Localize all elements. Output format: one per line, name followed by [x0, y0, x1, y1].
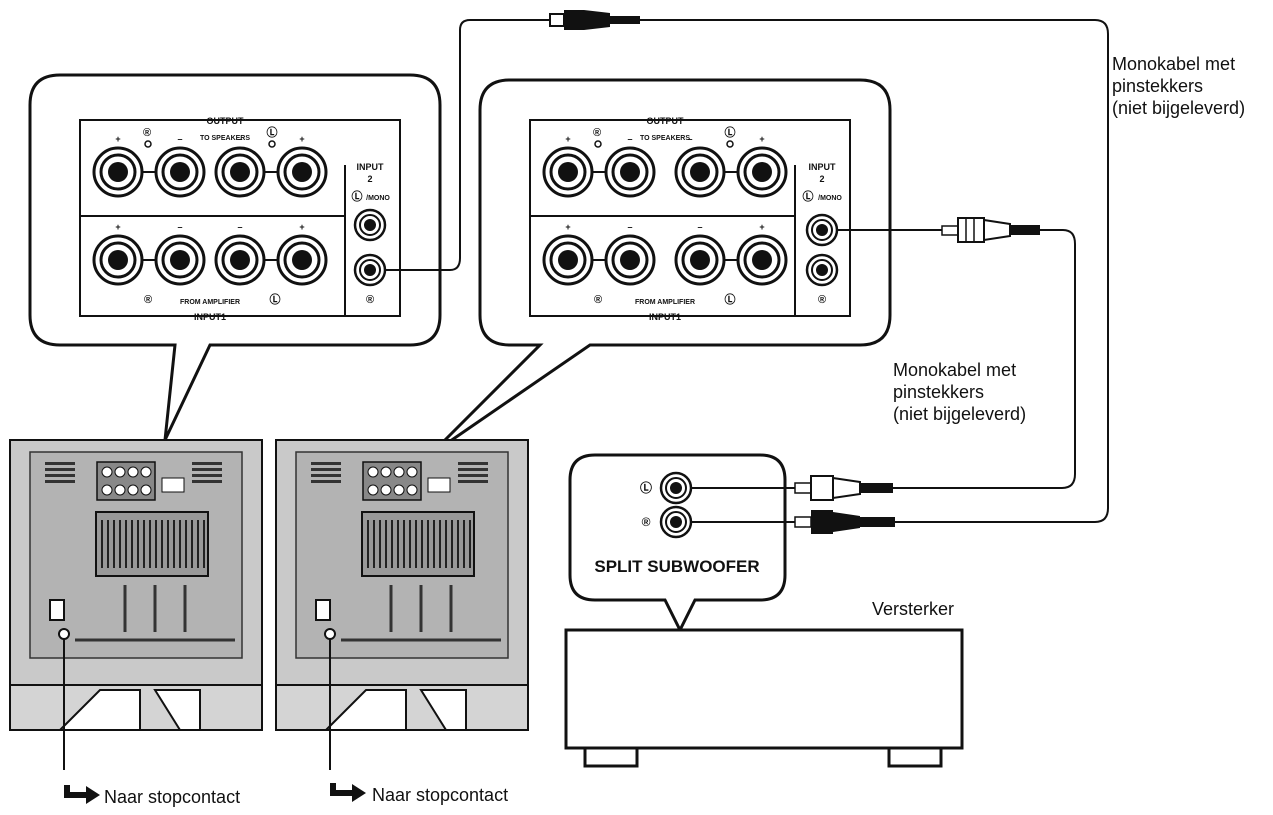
left-l-mono-mark: Ⓛ: [352, 189, 363, 203]
left-minus-4: –: [237, 222, 242, 232]
left-to-speakers-label: TO SPEAKERS: [200, 135, 250, 142]
right-plus-3: +: [565, 222, 570, 232]
left-input-terminal-3: [214, 234, 266, 286]
mono-cable-mid-line-1: Monokabel met: [893, 360, 1016, 380]
mono-cable-r: [385, 19, 550, 271]
right-input2-r-mark: ®: [818, 294, 826, 306]
left-r-mark-bottom: ®: [144, 294, 152, 306]
power-outlet-label-right: Naar stopcontact: [372, 785, 508, 805]
right-r-mark-top: ®: [593, 127, 601, 139]
right-output-terminal-4: [736, 146, 788, 198]
right-plus-2: +: [759, 134, 764, 144]
right-l-mark-bottom: Ⓛ: [725, 292, 736, 306]
right-callout: OUTPUT TO SPEAKERS + ® – – Ⓛ + + – – + ®…: [428, 78, 892, 457]
left-from-amplifier-label: FROM AMPLIFIER: [180, 299, 240, 306]
right-input2-num: 2: [819, 174, 824, 184]
split-subwoofer-label: SPLIT SUBWOOFER: [594, 557, 759, 576]
subwoofer-left: [9, 439, 263, 731]
top-rca-plug: [549, 10, 640, 30]
right-l-mark-top: Ⓛ: [725, 125, 736, 139]
left-minus-3: –: [177, 222, 182, 232]
right-input1-label: INPUT1: [649, 312, 681, 322]
mono-cable-mid-label: Monokabel met pinstekkers (niet bijgelev…: [893, 360, 1026, 424]
left-input2-num: 2: [367, 174, 372, 184]
left-input-terminal-2: [154, 234, 206, 286]
left-plus-2: +: [299, 134, 304, 144]
right-input-terminal-2: [604, 234, 656, 286]
left-minus-1: –: [177, 134, 182, 144]
left-input2-label: INPUT: [357, 162, 385, 172]
mono-cable-mid-line-2: pinstekkers: [893, 382, 984, 402]
right-output-terminal-1: [542, 146, 594, 198]
right-input-terminal-1: [542, 234, 594, 286]
amp-sub-r-jack: [659, 505, 693, 539]
right-plus-4: +: [759, 222, 764, 232]
amp-r-rca-plug: [794, 510, 895, 534]
right-minus-1: –: [627, 134, 632, 144]
left-output-label: OUTPUT: [207, 116, 245, 126]
left-l-mark-bottom: Ⓛ: [270, 292, 281, 306]
amplifier-label: Versterker: [872, 599, 954, 619]
right-minus-2: –: [687, 134, 692, 144]
mono-cable-mid-line-3: (niet bijgeleverd): [893, 404, 1026, 424]
right-output-label: OUTPUT: [647, 116, 685, 126]
left-plus-1: +: [115, 134, 120, 144]
left-output-terminal-1: [92, 146, 144, 198]
mono-cable-top-line-2: pinstekkers: [1112, 76, 1203, 96]
left-l-mono-label: /MONO: [366, 195, 390, 202]
right-l-mono-label: /MONO: [818, 195, 842, 202]
right-from-amplifier-label: FROM AMPLIFIER: [635, 299, 695, 306]
right-r-mark-bottom: ®: [594, 294, 602, 306]
right-input2-label: INPUT: [809, 162, 837, 172]
power-arrow-icon: [330, 783, 366, 802]
mono-cable-top-label: Monokabel met pinstekkers (niet bijgelev…: [1112, 54, 1245, 118]
subwoofer-right: [275, 439, 529, 731]
split-subwoofer-l-mark: Ⓛ: [640, 480, 652, 495]
right-output-terminal-3: [674, 146, 726, 198]
right-input2-r-jack: [805, 253, 839, 287]
left-minus-2: –: [237, 134, 242, 144]
mono-cable-top-line-3: (niet bijgeleverd): [1112, 98, 1245, 118]
right-input-terminal-3: [674, 234, 726, 286]
left-callout: OUTPUT TO SPEAKERS + ® – – Ⓛ + + – – + ®…: [28, 73, 442, 441]
split-subwoofer-callout: Ⓛ ® SPLIT SUBWOOFER: [568, 453, 787, 634]
power-arrow-icon: [64, 785, 100, 804]
left-output-terminal-2: [154, 146, 206, 198]
left-input2-l-jack: [353, 208, 387, 242]
left-plus-3: +: [115, 222, 120, 232]
left-input2-r-mark: ®: [366, 294, 374, 306]
mid-rca-plug: [941, 217, 1040, 243]
split-subwoofer-r-mark: ®: [642, 515, 651, 529]
left-input2-r-jack: [353, 253, 387, 287]
left-output-terminal-4: [276, 146, 328, 198]
left-l-mark-top: Ⓛ: [267, 125, 278, 139]
left-r-mark-top: ®: [143, 127, 151, 139]
amplifier-unit: [564, 628, 964, 768]
left-input-terminal-4: [276, 234, 328, 286]
amp-l-rca-plug: [794, 475, 893, 501]
left-input1-label: INPUT1: [194, 312, 226, 322]
left-output-terminal-3: [214, 146, 266, 198]
mono-cable-top-line-1: Monokabel met: [1112, 54, 1235, 74]
left-input-terminal-1: [92, 234, 144, 286]
power-outlet-label-left: Naar stopcontact: [104, 787, 240, 807]
right-l-mono-mark: Ⓛ: [803, 189, 814, 203]
amp-sub-l-jack: [659, 471, 693, 505]
right-minus-4: –: [697, 222, 702, 232]
right-input2-l-jack: [805, 213, 839, 247]
left-plus-4: +: [299, 222, 304, 232]
right-to-speakers-label: TO SPEAKERS: [640, 135, 690, 142]
right-input-terminal-4: [736, 234, 788, 286]
right-minus-3: –: [627, 222, 632, 232]
right-output-terminal-2: [604, 146, 656, 198]
right-plus-1: +: [565, 134, 570, 144]
